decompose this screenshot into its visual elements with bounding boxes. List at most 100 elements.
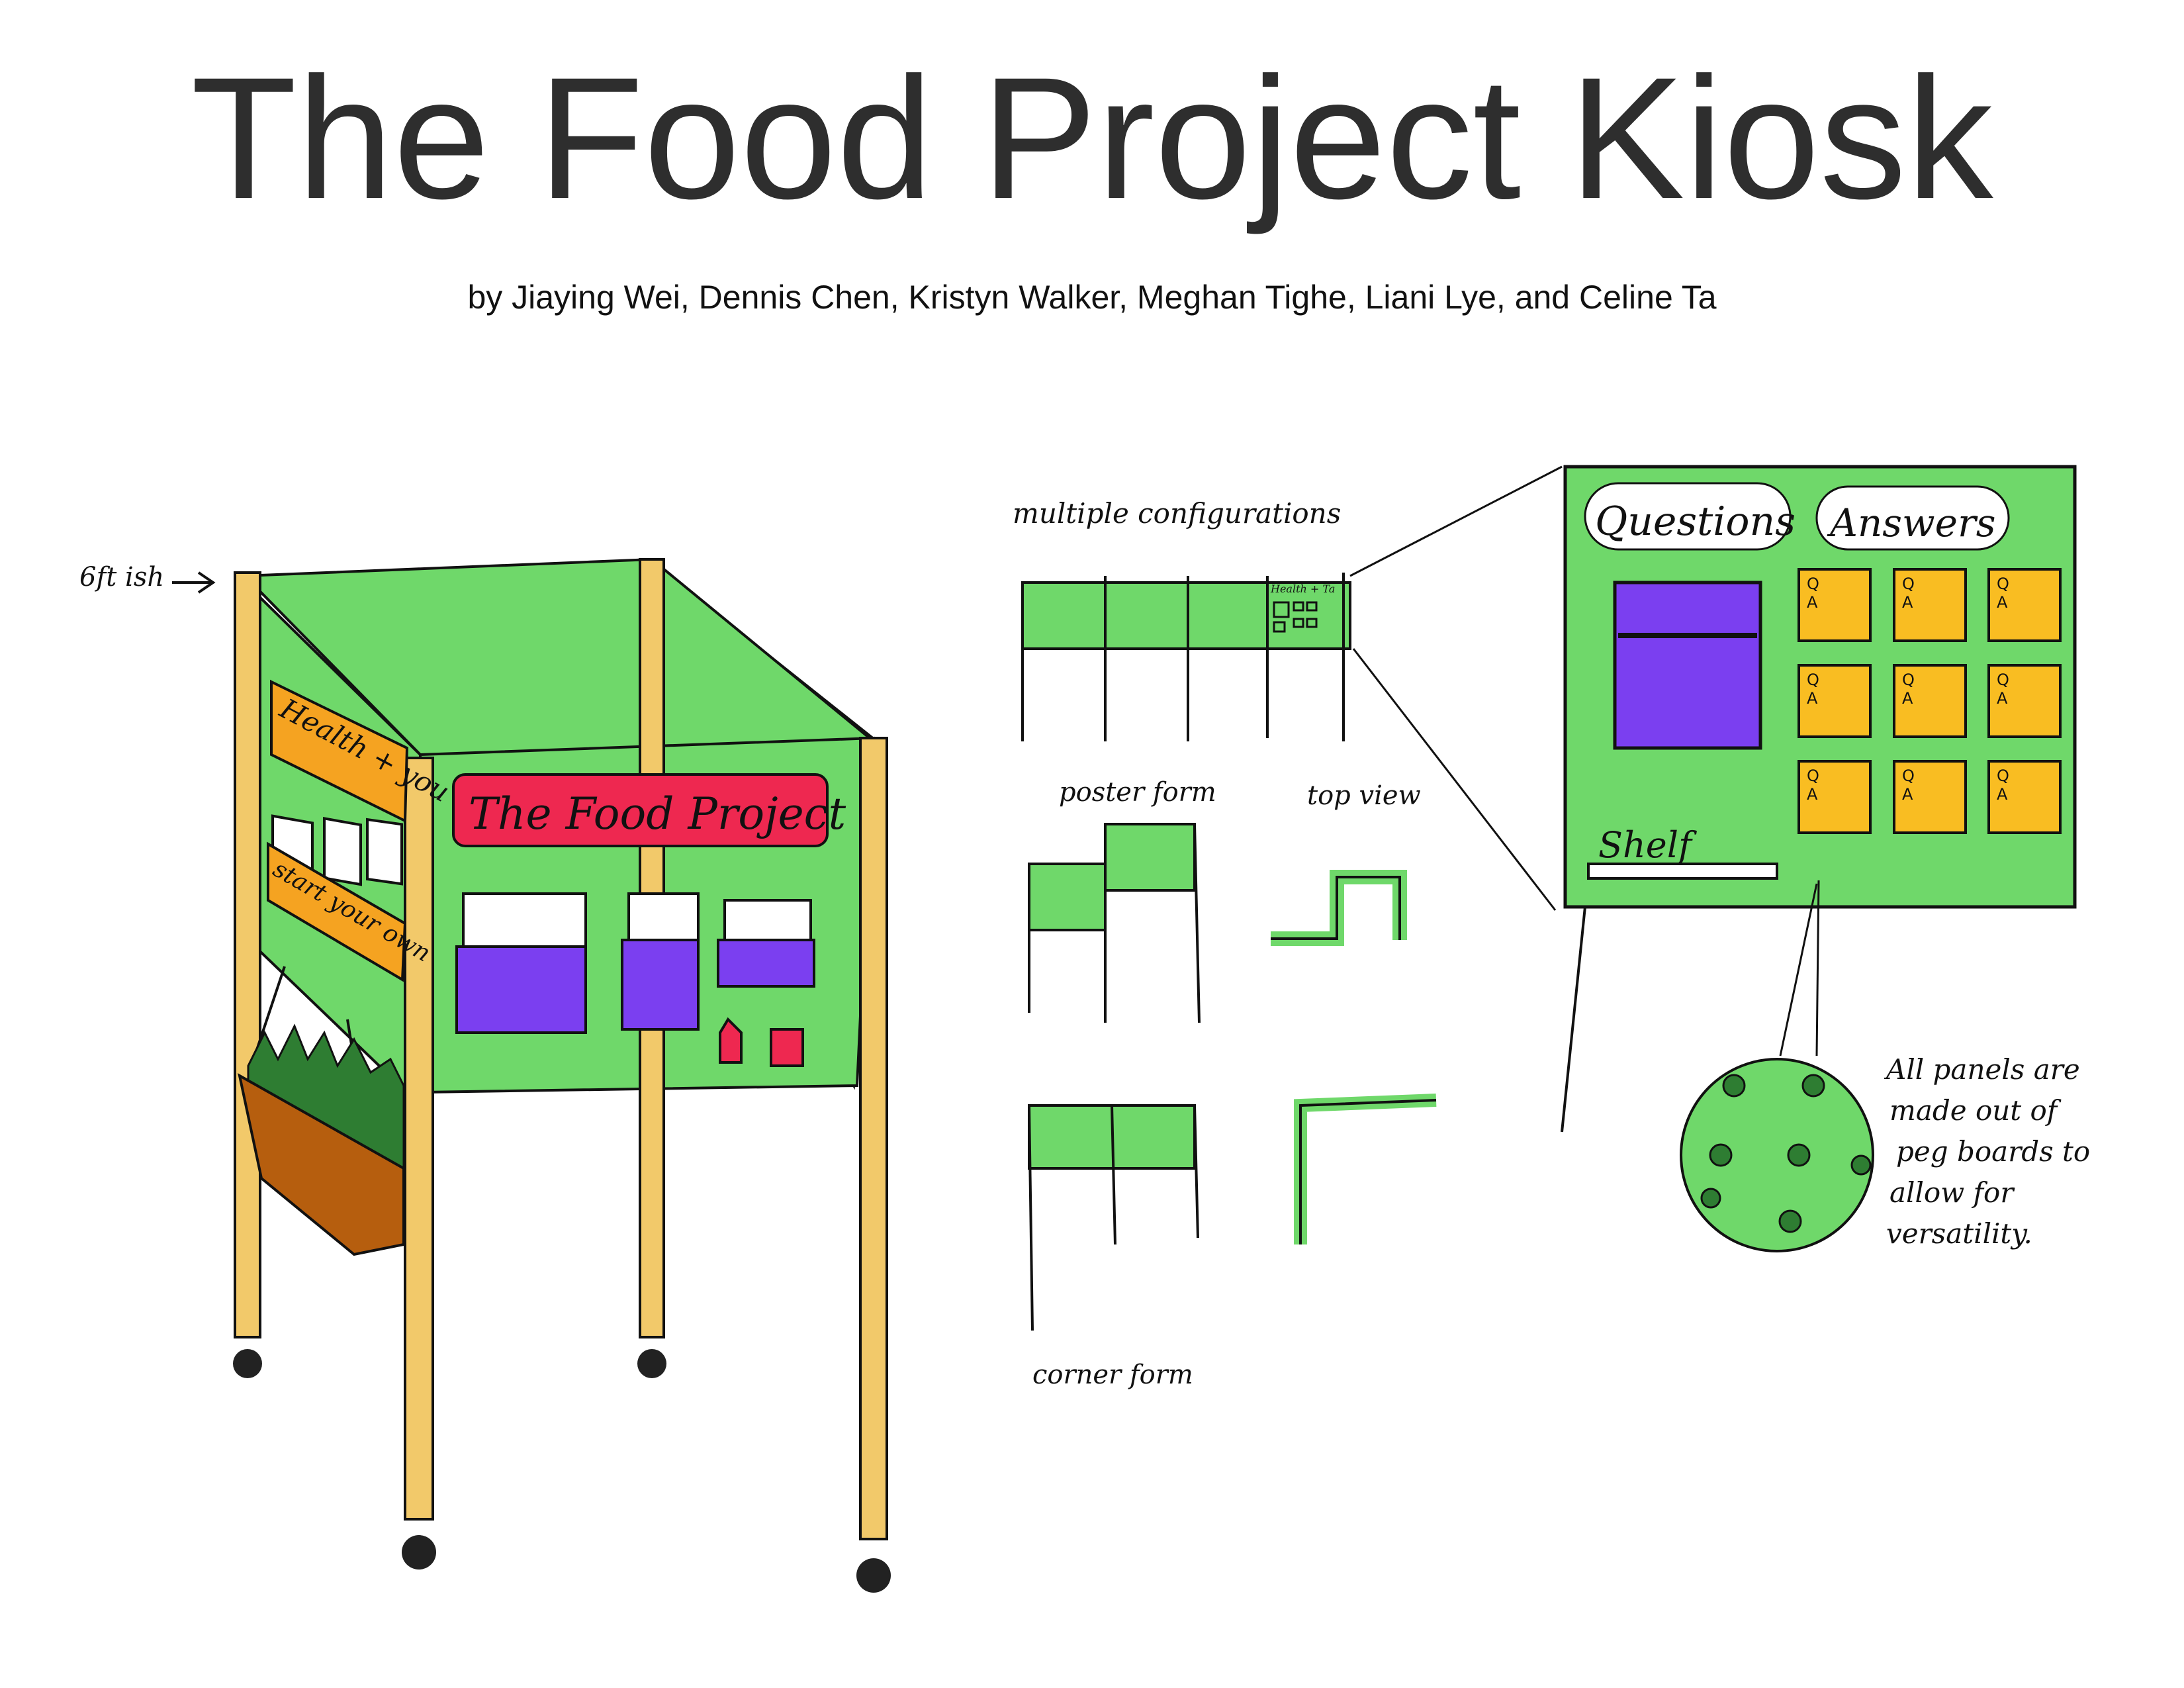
peg-zoom-line-2 [1815,880,1820,1056]
left-card-2 [323,817,362,886]
mini-box-6 [1306,618,1318,628]
qa-card [1797,664,1872,738]
panel-detail: Questions Answers Shelf QAQAQAQAQAQAQAQA… [1349,465,2099,1252]
peg-hole [1801,1074,1825,1098]
question-box [1613,581,1762,750]
bottle-2 [770,1028,804,1067]
answers-badge [1815,485,2010,551]
pole-front-left [404,757,434,1521]
wheel-front-left [402,1535,436,1570]
qa-card-a: A [1902,593,1913,612]
qa-card-a: A [1807,593,1818,612]
bin-3 [717,939,815,988]
qa-card-q: Q [1807,671,1819,689]
front-sign [452,773,829,847]
corner-top-view-outline [1299,1099,1437,1244]
bin-2 [621,939,700,1031]
left-card-3 [366,818,403,886]
top-view-label: top view [1307,780,1421,811]
qa-card-a: A [1997,689,2008,708]
zoom-line-bottom [1352,648,1557,911]
config-corner-form: corner form [1028,1094,1437,1390]
poster-panel-left [1028,863,1107,931]
qa-card [1987,760,2062,834]
corner-top-view [1294,1094,1437,1244]
questions-label: Questions [1595,498,1796,545]
top-view-outline [1271,876,1401,940]
height-note: 6ft ish [79,562,164,592]
qa-card [1987,664,2062,738]
poster-leg-3 [1193,823,1201,1023]
qa-card [1893,760,1967,834]
kiosk-illustration: 6ft ish Health + you start your own The … [79,557,891,1593]
mini-box-5 [1293,618,1304,628]
corner-leg-1 [1028,1105,1034,1331]
zoom-line-top [1349,465,1563,577]
answers-label: Answers [1827,500,1995,545]
poster-form-label: poster form [1059,777,1216,808]
pole-front-right [859,737,888,1540]
peg-hole [1787,1143,1811,1167]
mini-box-4 [1273,621,1286,633]
planter-box [238,1073,405,1256]
poster-panel-right [1104,823,1196,892]
qa-card [1893,664,1967,738]
pegboard-detail [1680,1058,1874,1252]
qa-card-q: Q [1807,575,1819,593]
corner-leg-2 [1111,1105,1116,1245]
qa-card-a: A [1807,689,1818,708]
config-poster-form: poster form [1028,777,1216,1023]
peg-hole [1850,1154,1872,1176]
config-linear: Health + Ta [1021,573,1351,741]
planter-grass [247,1023,405,1174]
qa-card-a: A [1807,785,1818,804]
pegboard-note-line-4: allow for [1889,1176,2015,1209]
pegboard-note-line-2: made out of [1889,1094,2062,1127]
qa-card-a: A [1997,593,2008,612]
corner-form-label: corner form [1032,1360,1193,1390]
pegboard-note-line-3: peg boards to [1896,1135,2090,1168]
peg-holes [1700,1074,1872,1233]
peg-hole [1722,1074,1746,1098]
page-title: The Food Project Kiosk [191,41,1993,235]
configurations: multiple configurations Health + Ta post… [1013,497,1437,1390]
height-arrowhead [197,571,216,594]
mini-box-1 [1273,601,1290,618]
front-sign-label: The Food Project [469,788,846,839]
wheel-back-left [233,1349,262,1378]
peg-zoom-line-1 [1779,883,1818,1056]
qa-card-q: Q [1997,575,2009,593]
qa-card-q: Q [1807,767,1819,785]
mini-sign-label: Health + Ta [1270,583,1335,595]
wheel-back-right [637,1349,666,1378]
bottle-1 [719,1017,743,1064]
wheel-front-right [856,1558,891,1593]
qa-card-a: A [1902,785,1913,804]
qa-card [1797,568,1872,642]
qa-card-a: A [1902,689,1913,708]
sign-start-your-own [267,841,407,982]
configurations-heading: multiple configurations [1013,497,1341,530]
pole-back-left [234,571,261,1338]
pegboard-note: All panels are made out of peg boards to… [1884,1053,2099,1250]
qa-card [1987,568,2062,642]
qa-card-q: Q [1997,671,2009,689]
detail-leg [1561,906,1586,1133]
peg-hole [1700,1188,1721,1209]
config-top-view: top view [1271,780,1421,946]
bin-1 [455,945,587,1034]
qa-card [1797,760,1872,834]
authors-byline: by Jiaying Wei, Dennis Chen, Kristyn Wal… [467,279,1717,316]
qa-card-q: Q [1902,767,1915,785]
pegboard-note-line-1: All panels are [1884,1053,2080,1086]
linear-panels [1021,581,1351,650]
pegboard-note-line-5: versatility. [1886,1217,2032,1250]
shelf [1587,863,1778,880]
top-view-shape [1271,870,1407,946]
peg-hole [1709,1143,1733,1167]
qa-card [1893,568,1967,642]
qa-card-q: Q [1997,767,2009,785]
mini-box-2 [1293,601,1304,612]
